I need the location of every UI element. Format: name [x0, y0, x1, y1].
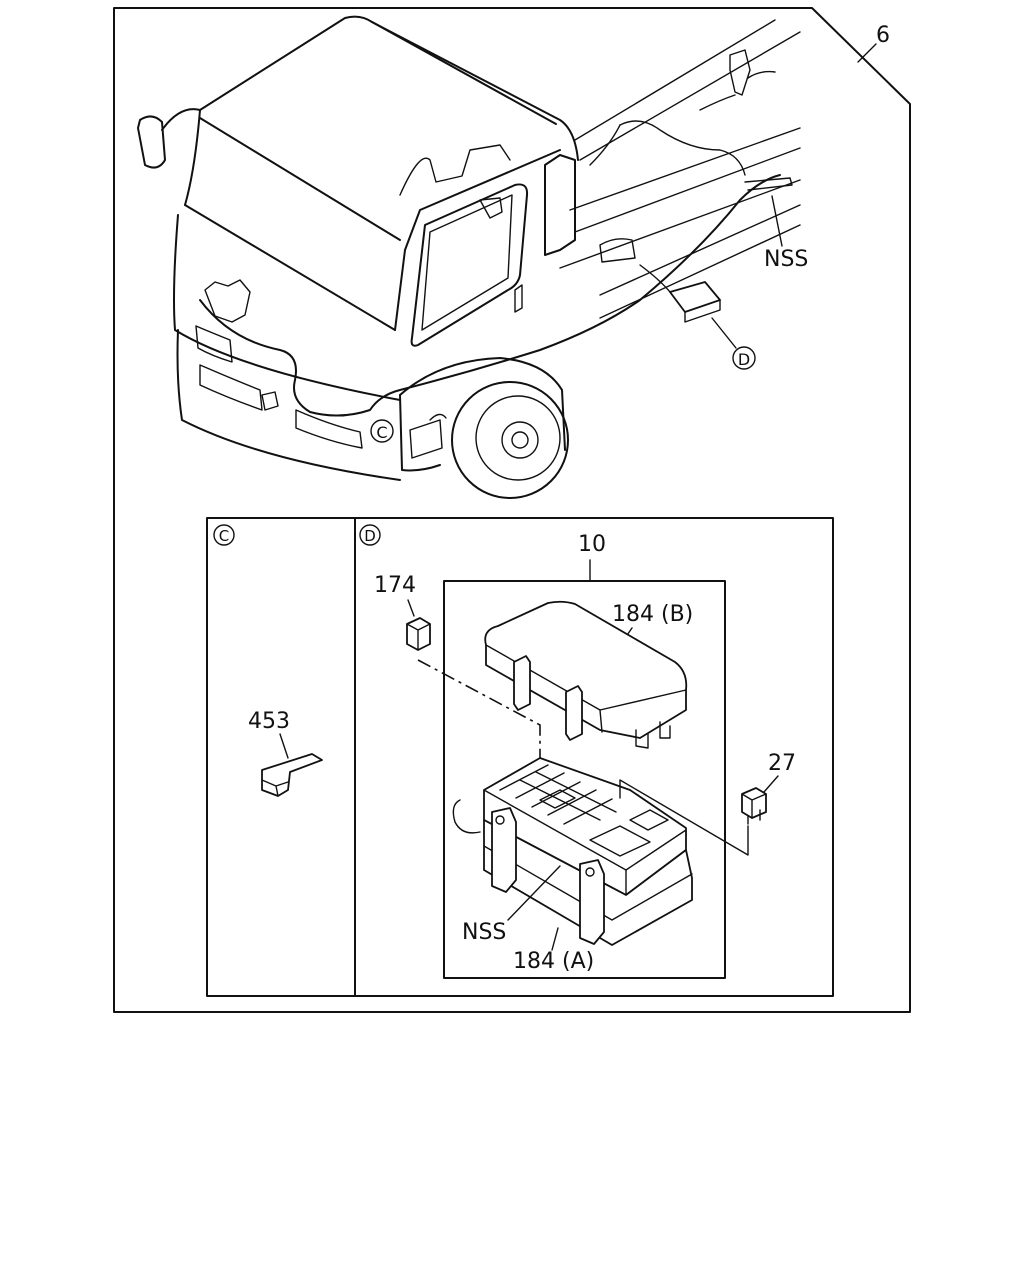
part-184a-leader [551, 927, 559, 951]
svg-text:D: D [364, 527, 376, 545]
part-27-leader [763, 775, 779, 793]
nss-box-leader [507, 865, 561, 921]
part-453-label: 453 [248, 709, 290, 734]
fuse-box-base-184a [452, 757, 693, 946]
nss-top-label: NSS [764, 247, 808, 272]
fuse-box-cover-184b [484, 600, 688, 749]
part-184b-label: 184 (B) [612, 602, 693, 627]
part-174-installation-line [417, 659, 541, 760]
part-174-leader [407, 599, 415, 617]
svg-text:D: D [738, 350, 750, 369]
panel-c-marker: C [213, 524, 235, 546]
part-27-installation-line [619, 779, 749, 856]
ref-6-label: 6 [876, 23, 890, 48]
part-453-leader [279, 733, 289, 759]
svg-text:C: C [219, 527, 229, 545]
part-174-label: 174 [374, 573, 416, 598]
part-453-clip [261, 753, 323, 797]
part-27-fuse [741, 787, 767, 825]
part-10-label: 10 [578, 532, 606, 557]
panel-d-marker: D [359, 524, 381, 546]
assembly-10-box [443, 580, 726, 979]
callout-d-top: D [732, 346, 756, 370]
truck-illustration [137, 15, 801, 499]
svg-text:C: C [376, 423, 387, 442]
ref-6-leader [857, 43, 877, 63]
callout-c-top: C [370, 419, 394, 443]
part-27-label: 27 [768, 751, 796, 776]
part-184a-label: 184 (A) [513, 949, 594, 974]
outer-frame [113, 7, 911, 1013]
detail-panel-frame [206, 517, 834, 997]
part-174-relay [406, 617, 431, 651]
nss-box-label: NSS [462, 920, 506, 945]
